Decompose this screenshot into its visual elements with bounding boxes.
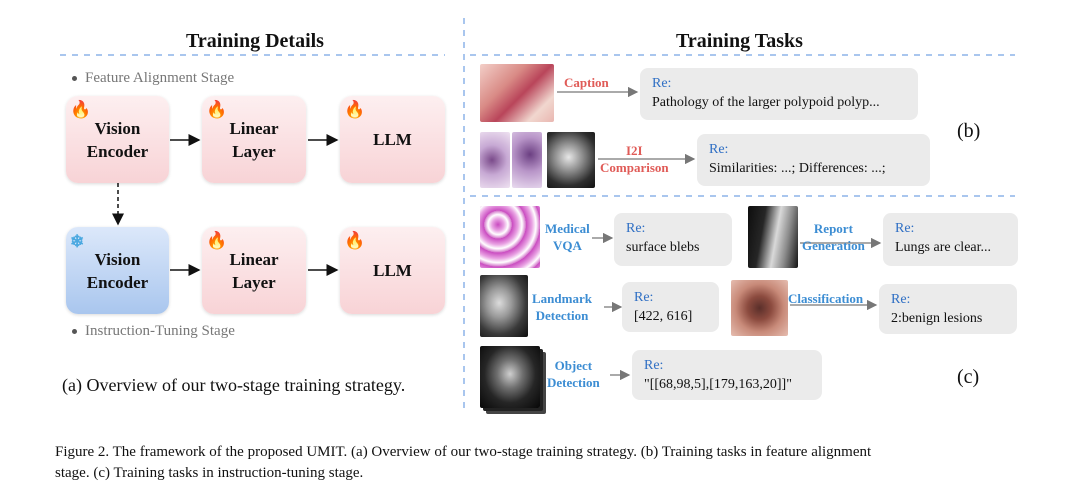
response-re: Re:	[634, 290, 654, 305]
fire-icon: 🔥	[344, 231, 366, 250]
response-re: Re:	[652, 76, 672, 91]
bullet-dot	[72, 329, 77, 334]
fire-icon: 🔥	[70, 100, 92, 119]
task-label-line: Detection	[535, 308, 589, 323]
pathology-image	[480, 64, 554, 122]
histology-image-2	[512, 132, 542, 188]
stage1-llm-box: 🔥 LLM	[340, 96, 445, 183]
figure-caption-line2: stage. (c) Training tasks in instruction…	[55, 465, 364, 481]
box-text-line: Vision	[94, 118, 141, 138]
task-label-line: Comparison	[600, 160, 669, 175]
fire-icon: 🔥	[206, 231, 228, 250]
response-re: Re:	[891, 292, 911, 307]
task-label-line: Caption	[564, 75, 609, 90]
box-text-line: Encoder	[86, 141, 149, 161]
figure-caption: Figure 2. The framework of the proposed …	[55, 442, 1065, 484]
response-report: Re: Lungs are clear...	[883, 213, 1018, 266]
stage2-label-text: Instruction-Tuning Stage	[85, 323, 235, 339]
task-label-line: Classification	[788, 291, 864, 306]
xray-image	[748, 206, 798, 268]
task-label-line: Object	[554, 358, 593, 373]
response-re: Re:	[895, 221, 915, 236]
snowflake-icon: ❄	[70, 232, 85, 251]
stage2-label: Instruction-Tuning Stage	[72, 323, 235, 340]
task-label-line: Report	[813, 221, 853, 236]
task-label-line: Landmark	[532, 291, 592, 306]
response-caption: Re: Pathology of the larger polypoid pol…	[640, 68, 918, 120]
box-text-line: LLM	[373, 130, 412, 149]
task-vqa-label: Medical VQA	[545, 220, 590, 254]
task-classification-label: Classification	[788, 290, 863, 307]
response-classification: Re: 2:benign lesions	[879, 284, 1017, 334]
task-landmark-label: Landmark Detection	[532, 290, 592, 324]
box-text-line: Encoder	[86, 272, 149, 292]
response-i2i: Re: Similarities: ...; Differences: ...;	[697, 134, 930, 186]
response-text: "[[68,98,5],[179,163,20]]"	[644, 377, 792, 392]
fire-icon: 🔥	[206, 100, 228, 119]
response-re: Re:	[626, 221, 646, 236]
task-i2i-label: I2I Comparison	[600, 142, 669, 176]
task-label-line: Medical	[545, 221, 590, 236]
subfigure-a-caption: (a) Overview of our two-stage training s…	[62, 375, 406, 395]
box-text-line: Vision	[94, 249, 141, 269]
response-re: Re:	[709, 142, 729, 157]
cytology-image	[480, 206, 540, 268]
box-text-line: Linear	[229, 249, 279, 269]
box-text-line: Layer	[232, 141, 276, 161]
response-vqa: Re: surface blebs	[614, 213, 732, 266]
response-landmark: Re: [422, 616]	[622, 282, 719, 332]
training-tasks-header: Training Tasks	[676, 30, 803, 52]
figure-caption-line1: Figure 2. The framework of the proposed …	[55, 444, 872, 460]
response-text: 2:benign lesions	[891, 311, 983, 326]
response-text: Pathology of the larger polypoid polyp..…	[652, 95, 880, 110]
stage1-label: Feature Alignment Stage	[72, 70, 234, 87]
task-label-line: I2I	[626, 143, 643, 158]
box-text-line: LLM	[373, 261, 412, 280]
fire-icon: 🔥	[344, 100, 366, 119]
histology-image-1	[480, 132, 510, 188]
bullet-dot	[72, 76, 77, 81]
panel-c-tag: (c)	[957, 366, 980, 388]
training-details-header: Training Details	[186, 30, 324, 52]
response-re: Re:	[644, 358, 664, 373]
response-text: Similarities: ...; Differences: ...;	[709, 161, 886, 176]
ct-scan-image	[547, 132, 595, 188]
task-label-line: Detection	[547, 375, 600, 390]
skull-xray-image	[480, 275, 528, 337]
box-text-line: Linear	[229, 118, 279, 138]
skin-lesion-image	[731, 280, 788, 336]
response-text: Lungs are clear...	[895, 240, 992, 255]
stage2-llm-box: 🔥 LLM	[340, 227, 445, 314]
box-text-line: Layer	[232, 272, 276, 292]
ct-volume-image	[480, 346, 540, 408]
task-object-label: Object Detection	[547, 357, 600, 391]
response-object: Re: "[[68,98,5],[179,163,20]]"	[632, 350, 822, 400]
task-report-label: Report Generation	[802, 220, 865, 254]
response-text: surface blebs	[626, 240, 700, 255]
task-caption-label: Caption	[564, 74, 609, 91]
panel-b-tag: (b)	[957, 120, 981, 142]
task-label-line: VQA	[552, 238, 582, 253]
response-text: [422, 616]	[634, 309, 693, 324]
task-label-line: Generation	[802, 238, 865, 253]
stage1-label-text: Feature Alignment Stage	[85, 70, 235, 86]
